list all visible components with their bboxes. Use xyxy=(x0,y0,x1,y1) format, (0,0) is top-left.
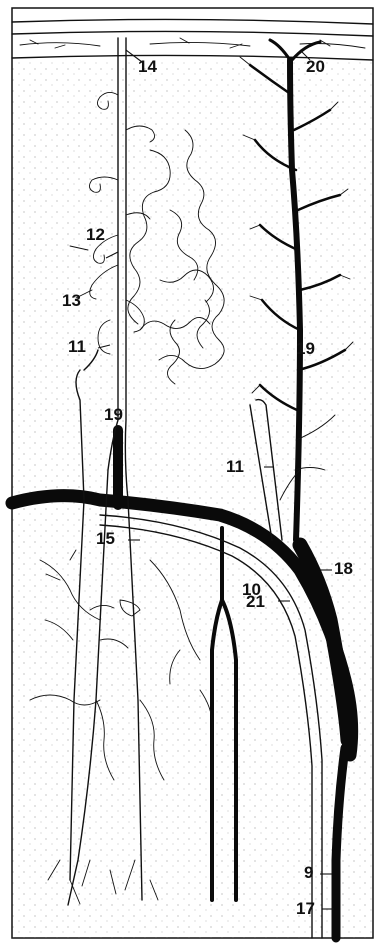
label-17: 17 xyxy=(296,899,315,918)
label-20: 20 xyxy=(306,57,325,76)
label-19-left: 19 xyxy=(104,405,123,424)
label-11-left: 11 xyxy=(68,337,86,356)
label-11-right: 11 xyxy=(226,457,244,476)
label-9: 9 xyxy=(304,863,313,882)
label-12: 12 xyxy=(86,225,105,244)
label-18: 18 xyxy=(334,559,353,578)
label-13: 13 xyxy=(62,291,81,310)
label-19-right: 19 xyxy=(296,339,315,358)
label-21: 21 xyxy=(246,592,265,611)
label-14: 14 xyxy=(138,57,157,76)
label-15: 15 xyxy=(96,529,115,548)
